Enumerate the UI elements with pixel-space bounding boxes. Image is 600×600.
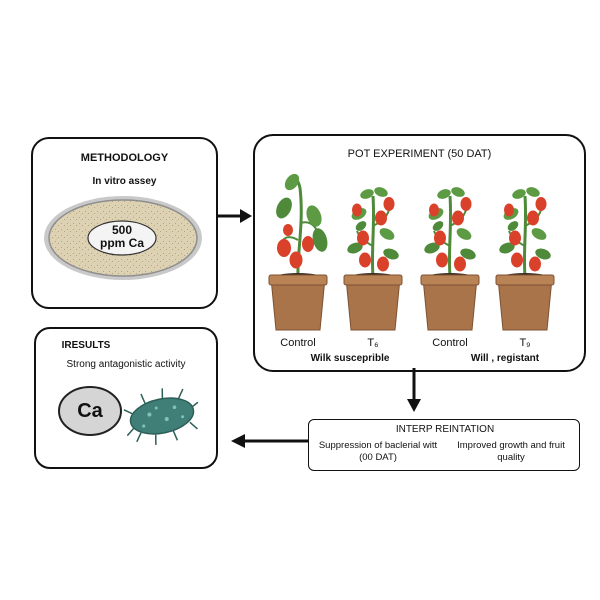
pot-icon bbox=[495, 273, 555, 331]
pot-experiment-box bbox=[253, 134, 586, 372]
pot-experiment-title: POT EXPERIMENT (50 DAT) bbox=[347, 148, 492, 160]
interpretation-left-text: Suppression of baclerial witt (00 DAT) bbox=[318, 440, 438, 463]
wilted-plant-icon bbox=[276, 173, 328, 279]
interpretation-box bbox=[308, 419, 580, 471]
pot-icon bbox=[268, 273, 328, 331]
results-title: IRESULTS bbox=[61, 340, 111, 351]
right-group-label: Will , registant bbox=[470, 353, 540, 364]
arrow-down-icon bbox=[407, 368, 421, 412]
healthy-plant-icon bbox=[496, 183, 554, 278]
interpretation-title: INTERP REINTATION bbox=[395, 424, 495, 435]
results-subtitle: Strong antagonistic activity bbox=[66, 359, 186, 370]
bacterium-icon bbox=[123, 388, 199, 445]
dish-label-line2: ppm Ca bbox=[99, 236, 144, 250]
methodology-subtitle: In vitro assey bbox=[92, 176, 157, 187]
calcium-label: Ca bbox=[77, 400, 103, 422]
pot-label: Control bbox=[432, 337, 468, 349]
pot-label: T₉ bbox=[519, 337, 531, 349]
healthy-plant-icon bbox=[344, 183, 402, 278]
pot-icon bbox=[420, 273, 480, 331]
pot-label: Control bbox=[280, 337, 316, 349]
interpretation-right-text: Improved growth and fruit quality bbox=[457, 440, 565, 463]
control-plant-icon bbox=[421, 183, 479, 278]
pot-icon bbox=[343, 273, 403, 331]
left-group-label: Wilk susceprible bbox=[310, 353, 390, 364]
methodology-title: METHODOLOGY bbox=[80, 152, 169, 164]
petri-dish-icon bbox=[44, 196, 202, 280]
pot-label: T₆ bbox=[367, 337, 379, 349]
arrow-right-icon bbox=[218, 209, 252, 223]
dish-label-line1: 500 bbox=[111, 223, 133, 237]
calcium-disc-icon bbox=[58, 386, 122, 436]
arrow-left-icon bbox=[231, 434, 308, 448]
